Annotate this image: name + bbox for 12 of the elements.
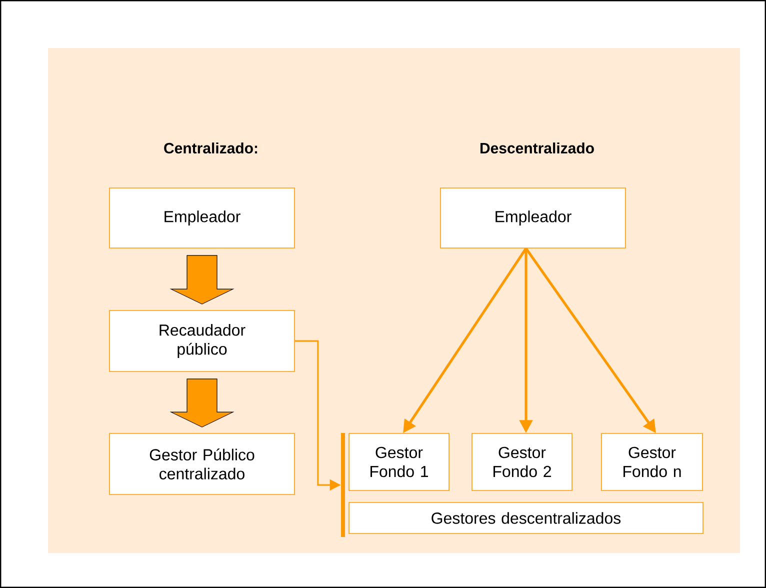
block-arrow [170,378,234,428]
box: Gestor Fondo n [601,433,703,491]
box: Empleador [109,188,295,248]
box: Gestor Público centralizado [109,433,295,495]
box: Recaudador público [109,310,295,372]
box: Gestor Fondo 2 [472,433,572,491]
block-arrow [170,255,234,304]
box: Empleador [440,188,626,248]
box: Gestor Fondo 1 [348,433,450,491]
heading: Descentralizado [480,142,594,154]
heading: Centralizado: [164,142,258,154]
box: Gestores descentralizados [348,502,704,534]
